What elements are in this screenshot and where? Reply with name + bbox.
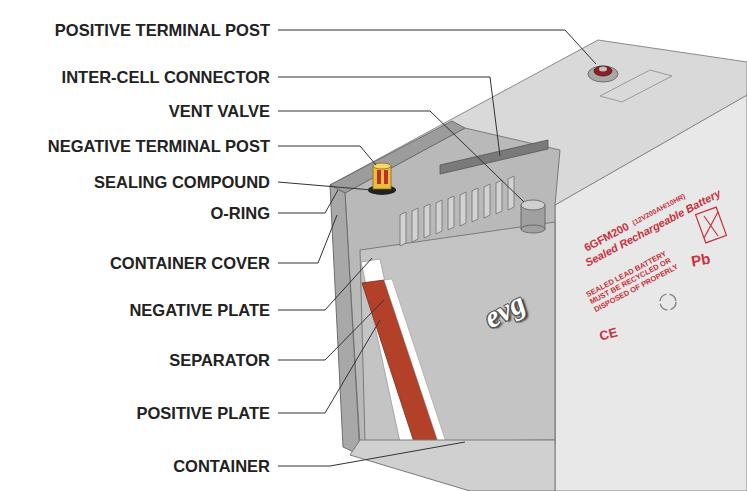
cutaway-cavity <box>345 128 560 445</box>
part-label: SEALING COMPOUND <box>94 173 270 191</box>
bin-icon <box>696 207 727 243</box>
lead-symbol: Pb <box>690 251 712 271</box>
plate-stack <box>360 222 555 442</box>
part-label: VENT VALVE <box>169 102 270 120</box>
part-label: SEPARATOR <box>169 351 270 369</box>
recycle-symbol <box>660 294 676 310</box>
negative-terminal <box>373 166 391 189</box>
container-bottom <box>350 440 555 491</box>
separator-band <box>384 279 446 442</box>
plate-top <box>400 212 406 246</box>
plate-top <box>460 192 466 226</box>
vent-valve-cap <box>521 200 545 210</box>
plate-top <box>424 204 430 238</box>
part-label: NEGATIVE PLATE <box>129 301 270 319</box>
leader-line <box>278 77 500 156</box>
plate-top <box>484 184 490 218</box>
plate-top <box>436 200 442 234</box>
part-label: O-RING <box>210 204 270 222</box>
part-label: INTER-CELL CONNECTOR <box>62 68 270 86</box>
leader-line <box>278 300 384 360</box>
terminal-top <box>599 67 607 72</box>
leader-line <box>278 146 376 165</box>
cover-cut-edge <box>330 121 465 193</box>
plate-top <box>412 208 418 242</box>
leader-line <box>278 190 338 213</box>
leader-line <box>278 320 380 413</box>
plate-top <box>472 188 478 222</box>
plate-top <box>496 180 502 214</box>
terminal-detail <box>384 170 388 184</box>
vent-valve-base <box>521 225 545 233</box>
plate-top <box>448 196 454 230</box>
plate-top <box>508 176 514 210</box>
leader-line <box>278 182 372 190</box>
container-wall <box>330 185 360 455</box>
positive-terminal-base <box>588 66 618 82</box>
leader-line <box>278 442 465 466</box>
ce-mark: CE <box>598 325 619 343</box>
part-label: CONTAINER <box>173 457 270 475</box>
brand-logo: evg <box>478 285 530 334</box>
part-label: POSITIVE PLATE <box>136 404 270 422</box>
leader-line <box>278 111 524 202</box>
leader-line <box>278 258 372 310</box>
part-label: CONTAINER COVER <box>110 254 270 272</box>
bin-icon <box>704 212 718 238</box>
leader-line <box>278 215 337 263</box>
part-label: POSITIVE TERMINAL POST <box>55 21 270 39</box>
part-label: NEGATIVE TERMINAL POST <box>48 137 270 155</box>
terminal-detail <box>377 170 381 184</box>
positive-terminal <box>594 66 612 76</box>
inter-cell-strap <box>440 140 548 174</box>
leader-line <box>278 30 596 64</box>
